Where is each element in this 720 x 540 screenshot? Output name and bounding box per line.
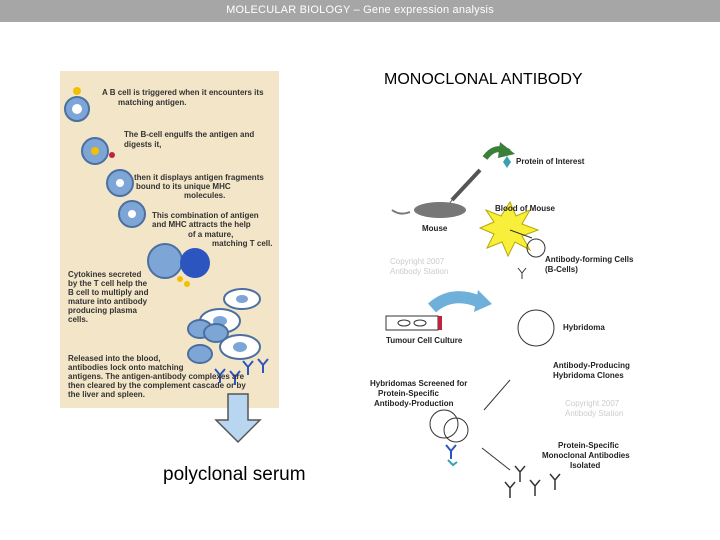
- nucleus-icon: [236, 295, 248, 303]
- step-3-text: then it displays antigen fragments bound…: [134, 173, 266, 200]
- arrow-head-icon: [474, 290, 492, 312]
- label-ahc-2: Hybridoma Clones: [553, 371, 624, 380]
- label-mouse: Mouse: [422, 224, 448, 233]
- arrow-line: [483, 379, 511, 411]
- mouse-tail-icon: [391, 209, 411, 215]
- b-cell-icon: [187, 344, 213, 364]
- watermark-2: Copyright 2007 Antibody Station: [565, 399, 623, 418]
- label-ahc-1: Antibody-Producing: [553, 361, 630, 370]
- arrow-line: [509, 229, 533, 239]
- label-blood: Blood of Mouse: [495, 204, 556, 213]
- label-screen-1: Hybridomas Screened for: [370, 379, 467, 388]
- antibody-icon: [504, 481, 516, 498]
- step-6-text: Released into the blood, antibodies lock…: [68, 354, 248, 399]
- t-cell-icon: [180, 248, 210, 278]
- antibody-icon: [242, 360, 254, 375]
- hybridoma-cell-icon: [517, 309, 555, 347]
- protein-icon: [447, 459, 458, 467]
- arrow-line: [481, 447, 511, 471]
- monoclonal-process-diagram: Protein of Interest Mouse Blood of Mouse…: [370, 142, 634, 498]
- antibody-icon: [257, 358, 269, 373]
- nucleus-icon: [233, 342, 247, 352]
- culture-dish-icon: [385, 315, 439, 331]
- label-screen-2: Protein-Specific: [378, 389, 439, 398]
- hybridoma-cell-icon: [429, 409, 459, 439]
- label-protein: Protein of Interest: [516, 157, 585, 166]
- label-tumour: Tumour Cell Culture: [386, 336, 463, 345]
- antibody-icon: [229, 370, 241, 385]
- polyclonal-serum-caption: polyclonal serum: [163, 464, 306, 485]
- syringe-icon: [450, 168, 482, 202]
- b-cell-icon: [526, 238, 546, 258]
- antibody-icon: [549, 473, 561, 490]
- step-4-text: This combination of antigen and MHC attr…: [152, 211, 272, 248]
- b-cell-activation-panel: A B cell is triggered when it encounters…: [60, 71, 279, 408]
- label-hybridoma: Hybridoma: [563, 323, 605, 332]
- step-5-text: Cytokines secreted by the T cell help th…: [68, 270, 151, 324]
- nucleus-icon: [116, 179, 124, 187]
- antibody-icon: [214, 368, 226, 383]
- antibody-icon: [445, 444, 457, 459]
- mouse-icon: [414, 202, 466, 218]
- down-arrow-icon: [214, 393, 262, 444]
- step-2-text: The B-cell engulfs the antigen and diges…: [124, 130, 256, 149]
- step-1-text: A B cell is triggered when it encounters…: [102, 88, 266, 107]
- label-afc-2: (B-Cells): [545, 265, 578, 274]
- label-screen-3: Antibody-Production: [374, 399, 454, 408]
- arrow-head-icon: [498, 142, 515, 158]
- antigen-icon: [73, 87, 81, 95]
- antibody-icon: [517, 267, 527, 279]
- label-afc-1: Antibody-forming Cells: [545, 255, 634, 264]
- cytokine-icon: [184, 281, 190, 287]
- nucleus-icon: [128, 210, 136, 218]
- tumour-cell-icon: [397, 319, 411, 327]
- b-cell-icon: [203, 323, 229, 343]
- mhc-icon: [109, 152, 115, 158]
- watermark-1: Copyright 2007 Antibody Station: [390, 257, 448, 276]
- label-iso-1: Protein-Specific: [558, 441, 619, 450]
- protein-icon: [503, 156, 511, 168]
- tumour-cell-icon: [413, 319, 427, 327]
- label-iso-3: Isolated: [570, 461, 600, 470]
- b-cell-illustrations: A B cell is triggered when it encounters…: [64, 87, 272, 399]
- burst-icon: [478, 200, 540, 258]
- nucleus-icon: [72, 104, 82, 114]
- antibody-icon: [514, 465, 526, 482]
- label-iso-2: Monoclonal Antibodies: [542, 451, 630, 460]
- antibody-icon: [529, 479, 541, 496]
- hybridoma-cell-icon: [443, 417, 469, 443]
- b-cell-icon: [147, 243, 183, 279]
- monoclonal-antibody-title: MONOCLONAL ANTIBODY: [384, 71, 583, 88]
- header-bar: MOLECULAR BIOLOGY – Gene expression anal…: [0, 0, 720, 22]
- antigen-icon: [91, 147, 99, 155]
- cytokine-icon: [177, 276, 183, 282]
- culture-dish-cap-icon: [438, 316, 442, 330]
- curved-arrow-icon: [427, 291, 483, 313]
- header-title: MOLECULAR BIOLOGY – Gene expression anal…: [226, 4, 494, 16]
